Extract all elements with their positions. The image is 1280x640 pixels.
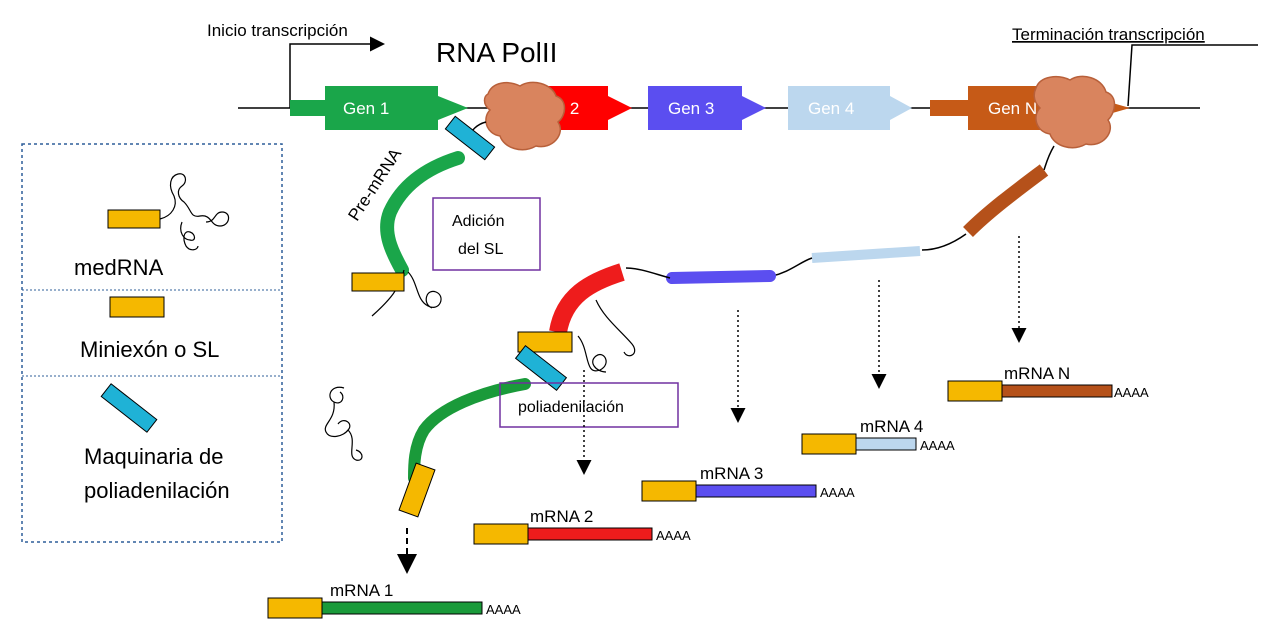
mrna-4-label: mRNA 4 <box>860 417 923 436</box>
polyadenylation-box: poliadenilación <box>499 382 679 428</box>
polyadenylation-label: poliadenilación <box>518 399 624 416</box>
mrna-n-label: mRNA N <box>1004 364 1070 383</box>
machinery-on-pre-mrna <box>444 115 496 161</box>
mrna-2: mRNA 2 AAAA <box>473 507 691 545</box>
mrna-2-body <box>527 527 653 541</box>
mrna-3: mRNA 3 AAAA <box>641 464 855 502</box>
segment-gen-2 <box>549 263 625 334</box>
machinery-on-red-segment <box>514 344 568 392</box>
gene-n-label: Gen N <box>988 99 1037 118</box>
gene-4: Gen 4 <box>788 86 912 130</box>
mrna-4-tail: AAAA <box>920 438 955 453</box>
sl-addition-line2: del SL <box>458 241 503 258</box>
sl-loop-free <box>324 386 363 461</box>
polymerase-blob-1 <box>483 81 566 151</box>
gene-3: Gen 3 <box>648 86 766 130</box>
legend-border <box>21 143 283 543</box>
mrna-4-sl <box>801 433 857 455</box>
gene-3-shape <box>648 86 766 130</box>
sl-on-red-segment <box>517 331 573 353</box>
sl-on-green-released <box>398 462 436 518</box>
mrna-3-tail: AAAA <box>820 485 855 500</box>
legend-machinery-line2: poliadenilación <box>84 478 230 503</box>
segment-gen-4 <box>811 246 921 263</box>
gene-3-label: Gen 3 <box>668 99 714 118</box>
mrna-1: mRNA 1 AAAA <box>267 581 521 619</box>
legend-machinery-line1: Maquinaria de <box>84 444 223 469</box>
mrna-4: mRNA 4 AAAA <box>801 417 955 455</box>
legend-machinery-icon <box>100 383 158 433</box>
legend: medRNA Miniexón o SL Maquinaria de polia… <box>21 143 283 543</box>
processing-strand <box>549 145 1055 373</box>
sl-addition-box: Adición del SL <box>432 197 541 271</box>
mrna-1-tail: AAAA <box>486 602 521 617</box>
mrna-3-body <box>695 484 817 498</box>
mrna-1-body <box>321 601 483 615</box>
polymerase-label: RNA PolII <box>436 37 557 68</box>
pre-mrna-green-segment <box>380 151 465 277</box>
mrna-3-sl <box>641 480 697 502</box>
legend-miniexon-label: Miniexón o SL <box>80 337 219 362</box>
segment-gen-n <box>963 164 1049 237</box>
legend-medrna-loops <box>159 173 230 251</box>
mrna-1-sl <box>267 597 323 619</box>
transcription-start-label: Inicio transcripción <box>207 21 348 40</box>
green-released-segment <box>408 378 531 484</box>
gene-1: Gen 1 <box>290 86 468 130</box>
legend-medrna-sl <box>107 209 161 229</box>
gene-1-label: Gen 1 <box>343 99 389 118</box>
polymerase-blob-2 <box>1033 75 1116 149</box>
gene-1-shape <box>290 86 468 130</box>
mrna-2-tail: AAAA <box>656 528 691 543</box>
mrna-4-body <box>855 437 917 451</box>
transcription-end-marker: Terminación transcripción <box>1012 25 1258 107</box>
mrna-3-label: mRNA 3 <box>700 464 763 483</box>
transcription-start-arrow: Inicio transcripción <box>207 21 385 108</box>
gene-4-shape <box>788 86 912 130</box>
mrna-n-tail: AAAA <box>1114 385 1149 400</box>
legend-miniexon-sl <box>109 296 165 318</box>
sl-addition-line1: Adición <box>452 213 504 230</box>
mrna-n: mRNA N AAAA <box>947 364 1149 402</box>
transcription-end-label: Terminación transcripción <box>1012 25 1205 44</box>
mrna-1-label: mRNA 1 <box>330 581 393 600</box>
sl-on-pre-mrna <box>351 272 405 292</box>
segment-gen-3 <box>666 270 776 284</box>
gene-4-label: Gen 4 <box>808 99 854 118</box>
mrna-n-sl <box>947 380 1003 402</box>
mrna-2-sl <box>473 523 529 545</box>
legend-medrna-label: medRNA <box>74 255 164 280</box>
mrna-n-body <box>1001 384 1113 398</box>
mrna-2-label: mRNA 2 <box>530 507 593 526</box>
